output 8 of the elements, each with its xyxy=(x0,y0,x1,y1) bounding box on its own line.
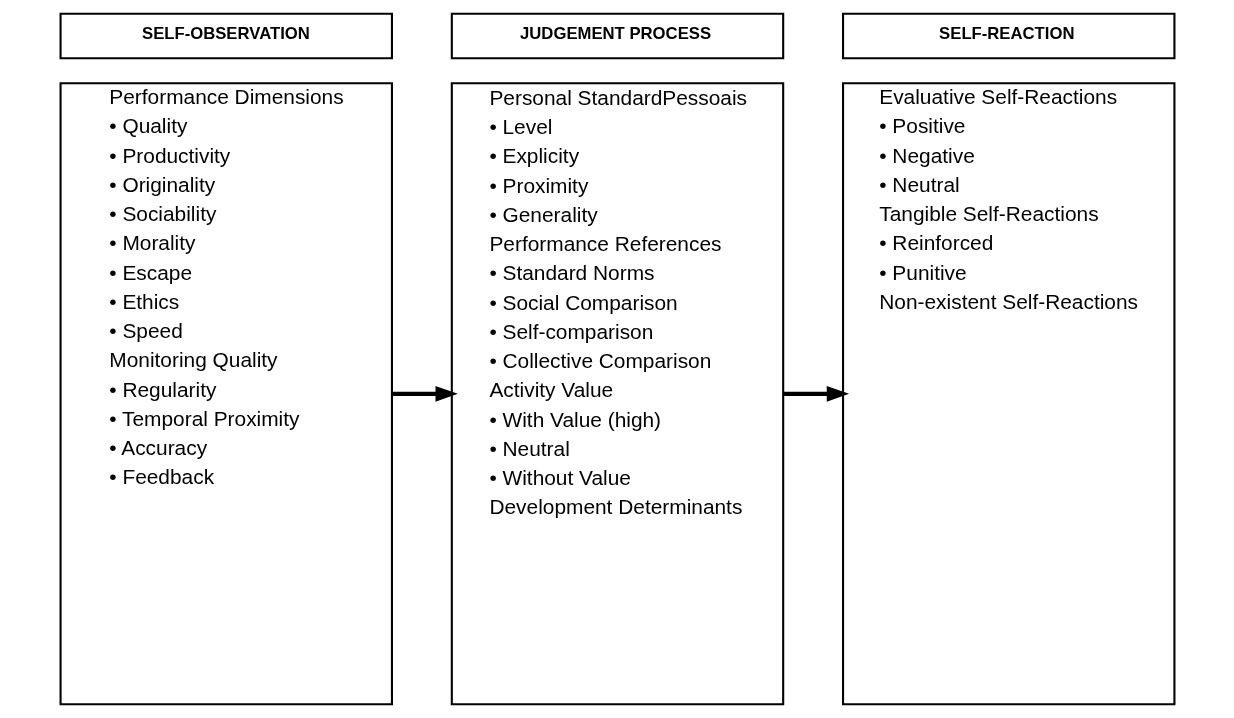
node-box: Personal StandardPessoais • Level • Explicity • Proximity • Generality Performance References • Standard Norms • Social Comparison • Self-comparison • Collective Comparison Activity Value • With Value (high) • Neutral • Without Value Development Determinants xyxy=(450,82,784,706)
arrow xyxy=(782,386,849,402)
node-box: Performance Dimensions • Quality • Productivity • Originality • Sociability • Morality • Escape • Ethics • Speed Monitoring Quality • Regularity • Temporal Proximity • Accuracy • Feedback xyxy=(59,82,393,706)
node-box: SELF-REACTION xyxy=(841,12,1175,60)
node-box: Evaluative Self-Reactions • Positive • Negative • Neutral Tangible Self-Reactions • Reinforced • Punitive Non-existent Self-Reactions xyxy=(841,82,1175,706)
node-box: JUDGEMENT PROCESS xyxy=(450,12,784,60)
node-box: SELF-OBSERVATION xyxy=(59,12,393,60)
arrow xyxy=(391,386,458,402)
